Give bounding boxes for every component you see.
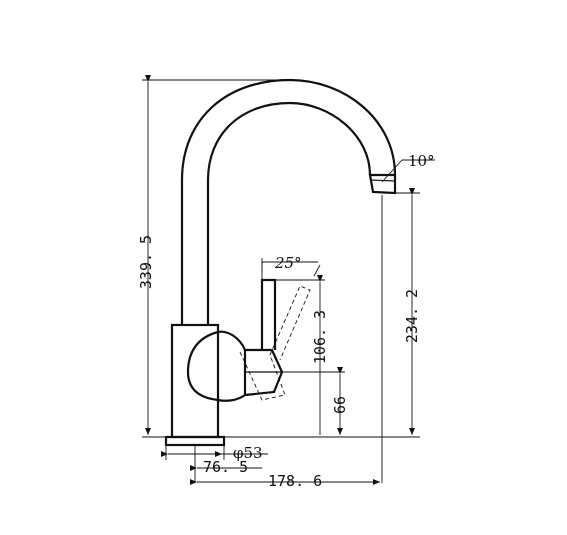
gooseneck-inner <box>206 101 372 325</box>
body-block <box>170 323 220 439</box>
label-base-diameter: φ53 <box>233 444 263 462</box>
dimension-labels: 339. 5 234. 2 106. 3 66 φ53 76. 5 178. 6… <box>137 152 435 490</box>
label-spout-height: 234. 2 <box>403 289 421 343</box>
handle-collar-tilted <box>239 351 286 401</box>
label-handle-angle: 25° <box>274 254 302 272</box>
label-spout-reach: 178. 6 <box>268 472 322 490</box>
label-base-to-handle: 66 <box>331 396 349 414</box>
extension-lines <box>142 79 420 483</box>
base-plate <box>164 435 226 447</box>
gooseneck-outer <box>180 78 397 325</box>
spout-tip <box>368 173 397 195</box>
label-total-height: 339. 5 <box>137 235 155 289</box>
handle-lever-tilted <box>269 285 311 361</box>
label-spout-angle: 10° <box>408 152 435 170</box>
dimension-lines <box>145 75 435 485</box>
dim-spout-angle-leader <box>381 159 403 183</box>
label-body-offset: 76. 5 <box>203 458 248 476</box>
mixer-housing-right <box>217 330 247 402</box>
mixer-housing-left <box>186 330 219 402</box>
label-handle-height: 106. 3 <box>311 310 329 364</box>
handle-lever <box>260 278 277 350</box>
